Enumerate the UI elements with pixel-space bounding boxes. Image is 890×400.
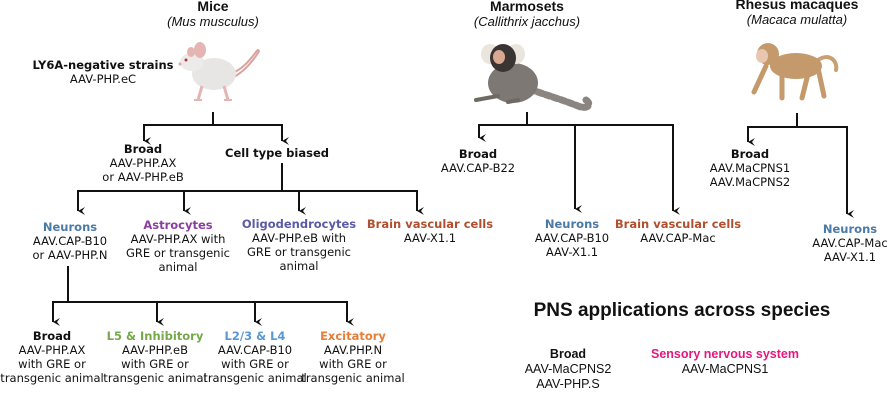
node-title: Broad [458,147,498,161]
node-macaques-neurons: Neurons AAV.CAP-Mac AAV-X1.1 [812,222,887,264]
vector-name: AAV.CAP-B10 [32,234,108,248]
node-title: Cell type biased [225,146,329,160]
vector-name: AAV-PHP.eB with [251,231,347,245]
vector-name: AAV.MaCPNS1 [709,161,791,175]
vector-name: AAV-PHP.S [536,377,600,391]
species-header-mice: Mice (Mus musculus) [167,0,259,29]
node-mice-cell-type-biased: Cell type biased [225,146,329,160]
node-title: Broad [32,329,72,343]
vector-name: animal [158,260,198,274]
node-mice-astrocytes: Astrocytes AAV-PHP.AX with GRE or transg… [126,218,230,274]
species-latin-name: Callithrix jacchus [478,14,576,29]
node-mice-neurons-broad: Broad AAV-PHP.AX with GRE or transgenic … [0,329,103,385]
vector-name: with GRE or [319,357,387,371]
node-mice-brain-vascular: Brain vascular cells AAV-X1.1 [367,217,493,245]
vector-name: AAV-X1.1 [823,250,877,264]
node-mice-broad: Broad AAV-PHP.AX or AAV-PHP.eB [102,142,183,184]
node-title: Broad [730,147,770,161]
vector-name: AAV-PHP.eB [121,343,189,357]
vector-name: AAV.CAP-Mac [640,231,716,245]
node-mice-neurons-excitatory: Excitatory AAV.PHP.N with GRE or transge… [301,329,404,385]
species-latin-name: Macaca mulatta [751,12,843,27]
node-mice-neurons-l23-l4: L2/3 & L4 AAV.CAP-B10 with GRE or transg… [203,329,306,385]
vector-name: with GRE or [18,357,86,371]
vector-name: transgenic animal [203,371,307,385]
vector-name: AAV.PHP.N [323,343,383,357]
node-title: Neurons [42,220,98,234]
node-title: L5 & Inhibitory [106,329,204,343]
vector-name: transgenic animal [103,371,207,385]
node-marmosets-brain-vascular: Brain vascular cells AAV.CAP-Mac [615,217,741,245]
node-mice-neurons-l5-inhibitory: L5 & Inhibitory AAV-PHP.eB with GRE or t… [103,329,206,385]
vector-name: with GRE or [221,357,289,371]
vector-name: AAV-MaCPNS1 [681,362,769,376]
node-title: Brain vascular cells [366,217,494,231]
species-header-macaques: Rhesus macaques (Macaca mulatta) [736,0,859,28]
vector-name: AAV-X1.1 [403,231,457,245]
node-title: Neurons [544,217,600,231]
node-title: L2/3 & L4 [224,329,286,343]
vector-name: AAV-MaCPNS2 [524,362,612,376]
vector-name: AAV.CAP-B22 [440,161,516,175]
node-title: Broad [123,142,163,156]
vector-name: animal [279,259,319,273]
vector-name: or AAV-PHP.eB [102,170,184,184]
vector-name: GRE or transgenic [126,246,230,260]
vector-name: GRE or transgenic [247,245,351,259]
node-title: Brain vascular cells [614,217,742,231]
vector-name: AAV-PHP.AX [18,343,86,357]
species-header-marmosets: Marmosets (Callithrix jacchus) [473,0,581,29]
node-pns-broad: Broad AAV-MaCPNS2 AAV-PHP.S [525,347,612,392]
node-title: LY6A-negative strains [32,58,174,72]
node-title: Oligodendrocytes [241,217,357,231]
species-name: Mice [197,0,229,14]
node-pns-sensory: Sensory nervous system AAV-MaCPNS1 [651,347,799,377]
node-mice-neurons: Neurons AAV.CAP-B10 or AAV-PHP.N [32,220,107,262]
vector-name: with GRE or [121,357,189,371]
vector-name: AAV-X1.1 [545,245,599,259]
node-mice-ly6a-negative: LY6A-negative strains AAV-PHP.eC [32,58,173,86]
vector-name: AAV-PHP.AX with [130,232,226,246]
node-marmosets-neurons: Neurons AAV.CAP-B10 AAV-X1.1 [535,217,609,259]
marmoset-icon [474,44,593,111]
macaque-icon [751,43,839,101]
node-title: Sensory nervous system [651,347,799,361]
pns-section-title: PNS applications across species [533,300,831,321]
node-title: Excitatory [320,329,386,343]
mouse-icon [178,42,260,101]
node-mice-oligodendrocytes: Oligodendrocytes AAV-PHP.eB with GRE or … [242,217,356,273]
node-macaques-broad: Broad AAV.MaCPNS1 AAV.MaCPNS2 [710,147,791,189]
species-latin-name: Mus musculus [171,14,255,29]
vector-name: AAV-PHP.eC [69,72,137,86]
species-name: Marmosets [490,0,564,14]
vector-name: AAV.CAP-Mac [812,236,888,250]
vector-name: AAV.MaCPNS2 [709,175,791,189]
vector-name: transgenic animal [0,371,104,385]
vector-name: AAV-PHP.AX [109,156,177,170]
vector-name: AAV.CAP-B10 [534,231,610,245]
vector-name: AAV.CAP-B10 [217,343,293,357]
node-title: Broad [549,347,587,361]
species-name: Rhesus macaques [735,0,859,12]
node-title: Neurons [822,222,878,236]
vector-name: or AAV-PHP.N [32,248,108,262]
vector-name: transgenic animal [301,371,405,385]
node-title: Astrocytes [143,218,213,232]
node-marmosets-broad: Broad AAV.CAP-B22 [441,147,515,175]
